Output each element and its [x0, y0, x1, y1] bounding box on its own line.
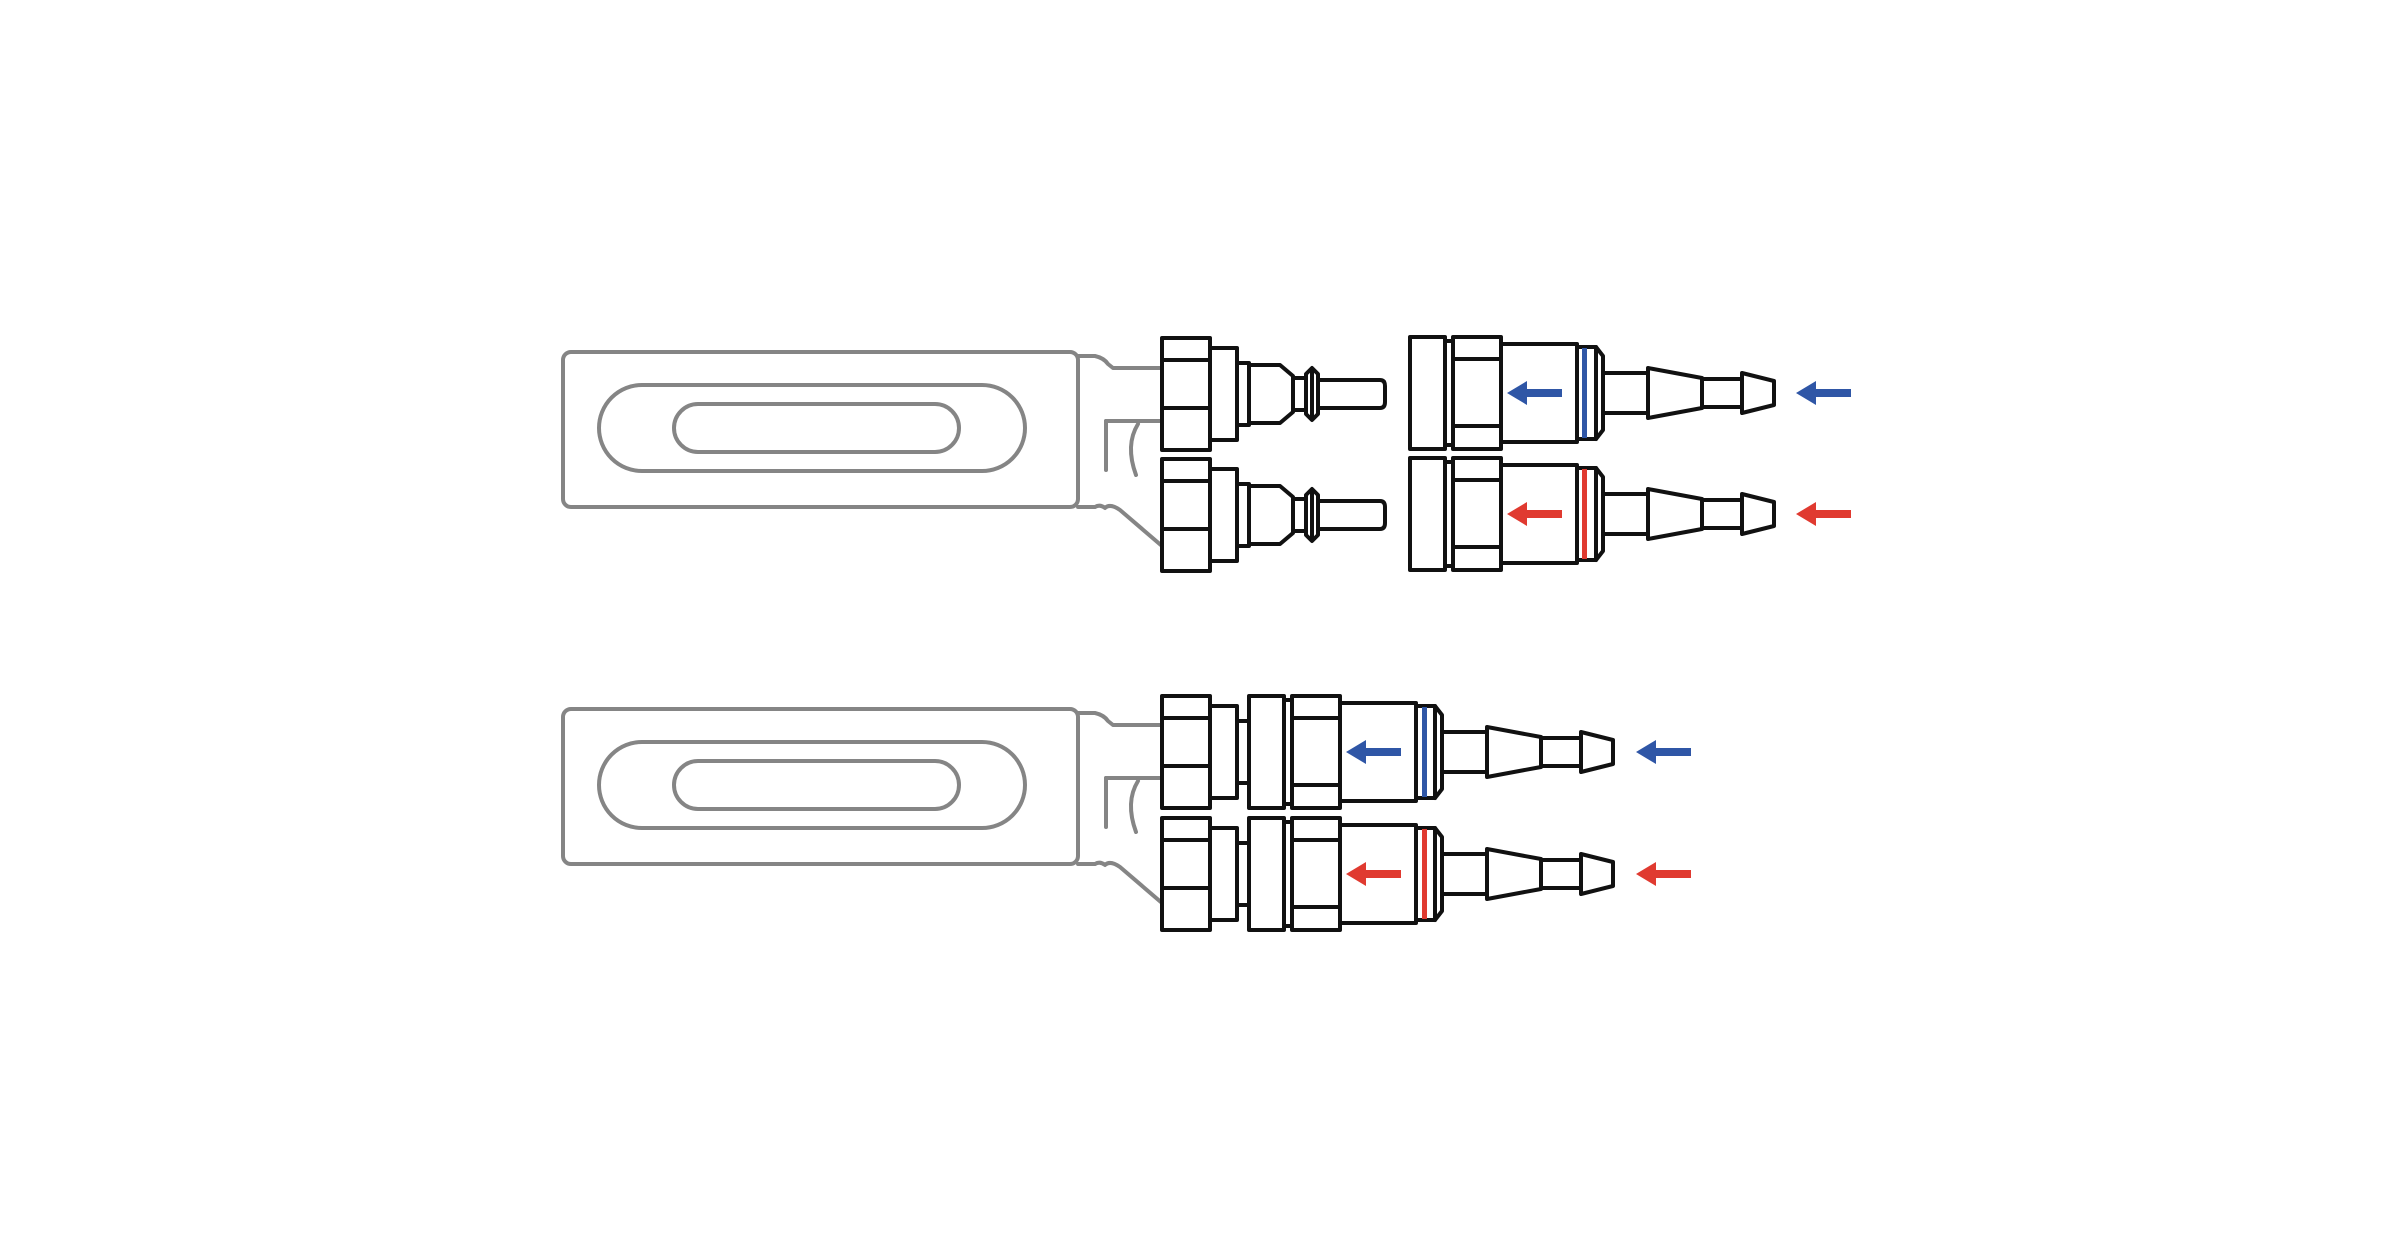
arrow-left-icon — [1796, 502, 1851, 526]
hot-indicator-ring — [1422, 829, 1427, 919]
arrow-left-icon — [1346, 862, 1401, 886]
plug-fitting-top-hot — [1160, 457, 1387, 573]
arrow-left-icon — [1636, 862, 1691, 886]
socket-fitting-top-cold — [1408, 335, 1776, 451]
handle-top — [561, 350, 1164, 548]
assembly-connected — [561, 694, 1691, 932]
arrow-left-icon — [1507, 381, 1562, 405]
arrow-left-icon — [1636, 740, 1691, 764]
arrow-left-icon — [1796, 381, 1851, 405]
socket-fitting-top-hot — [1408, 456, 1776, 572]
cold-indicator-ring — [1422, 707, 1427, 797]
handle-bottom — [561, 707, 1164, 905]
assembly-disconnected — [561, 335, 1851, 573]
cold-indicator-ring — [1582, 348, 1587, 438]
hot-indicator-ring — [1582, 469, 1587, 559]
arrow-left-icon — [1507, 502, 1562, 526]
arrow-left-icon — [1346, 740, 1401, 764]
coupled-fitting-bottom-cold — [1160, 694, 1615, 810]
plug-fitting-top-cold — [1160, 336, 1387, 452]
